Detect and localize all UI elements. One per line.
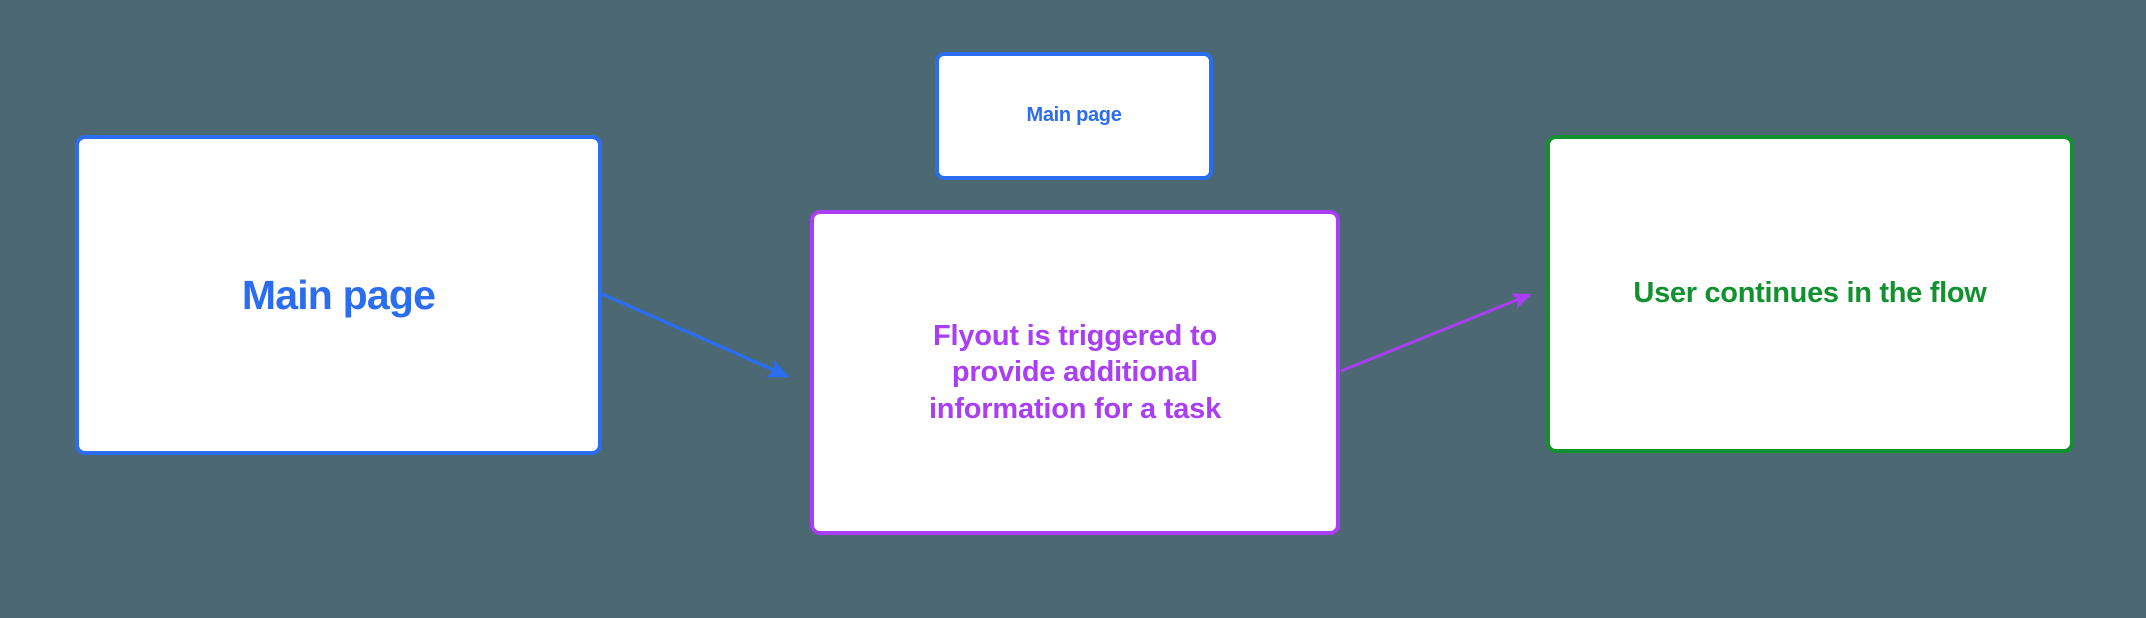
- node-main-page-small-label: Main page: [1026, 104, 1122, 127]
- node-main-page-small[interactable]: Main page: [935, 52, 1213, 180]
- node-main-page-large[interactable]: Main page: [75, 135, 602, 455]
- node-main-page-large-label: Main page: [241, 271, 436, 318]
- node-flyout-label: Flyout is triggered to provide additiona…: [928, 320, 1222, 425]
- edge-flyout-to-user-continues: [1340, 293, 1532, 373]
- node-user-continues-label: User continues in the flow: [1633, 277, 1987, 310]
- node-flyout[interactable]: Flyout is triggered to provide additiona…: [810, 210, 1340, 535]
- edge-main-page-to-flyout: [601, 292, 791, 378]
- node-user-continues[interactable]: User continues in the flow: [1546, 135, 2074, 453]
